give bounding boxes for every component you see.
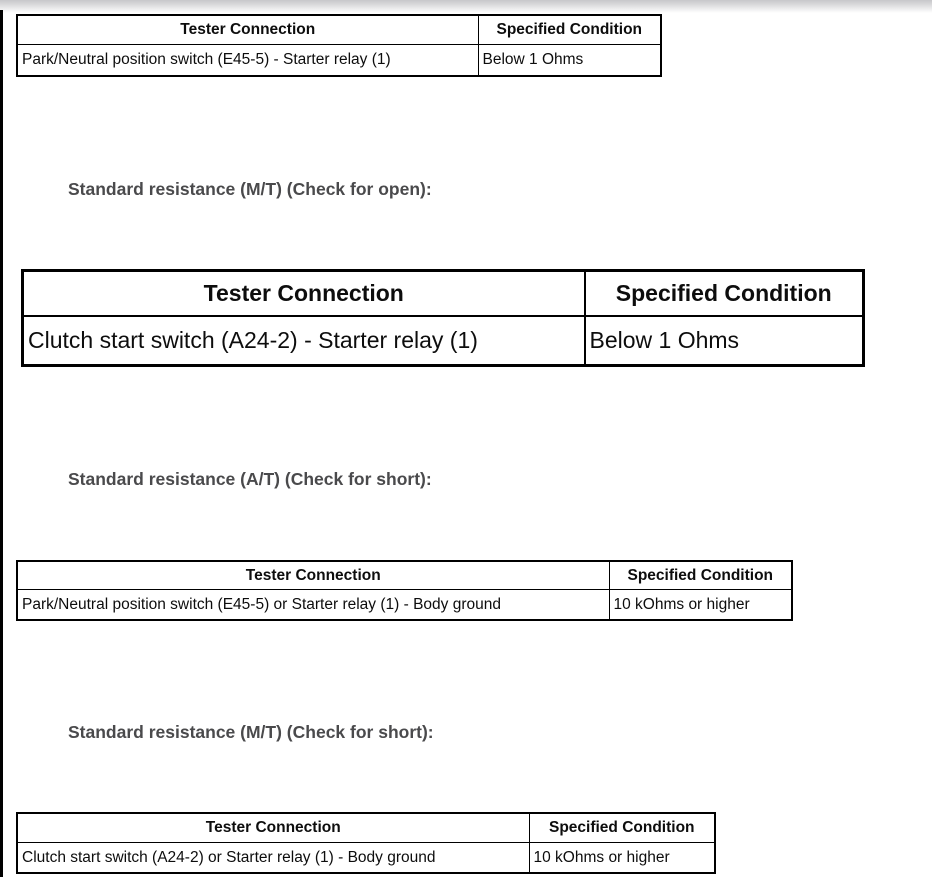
column-header-tester-connection: Tester Connection	[21, 269, 586, 317]
table-row: Park/Neutral position switch (E45-5) or …	[16, 589, 793, 621]
table-header-row: Tester Connection Specified Condition	[16, 812, 716, 843]
table-header-row: Tester Connection Specified Condition	[16, 14, 662, 45]
column-header-specified-condition: Specified Condition	[583, 269, 865, 317]
top-gradient-bar	[0, 0, 932, 13]
tester-connection-value: Clutch start switch (A24-2) - Starter re…	[21, 315, 586, 367]
section-heading-mt-check-short: Standard resistance (M/T) (Check for sho…	[68, 722, 434, 742]
specified-condition-value: Below 1 Ohms	[477, 44, 662, 77]
tester-connection-value: Park/Neutral position switch (E45-5) - S…	[16, 44, 479, 77]
column-header-tester-connection: Tester Connection	[16, 560, 610, 590]
spec-table-clutch-start-short: Tester Connection Specified Condition Cl…	[16, 812, 716, 874]
spec-table-clutch-start-open: Tester Connection Specified Condition Cl…	[21, 269, 865, 367]
column-header-specified-condition: Specified Condition	[528, 812, 716, 843]
section-heading-at-check-short: Standard resistance (A/T) (Check for sho…	[68, 469, 432, 489]
column-header-specified-condition: Specified Condition	[477, 14, 662, 45]
specified-condition-value: 10 kOhms or higher	[528, 842, 716, 874]
tester-connection-value: Clutch start switch (A24-2) or Starter r…	[16, 842, 530, 874]
tester-connection-value: Park/Neutral position switch (E45-5) or …	[16, 589, 610, 621]
table-row: Clutch start switch (A24-2) - Starter re…	[21, 315, 865, 367]
spec-table-park-neutral-short: Tester Connection Specified Condition Pa…	[16, 560, 793, 621]
table-header-row: Tester Connection Specified Condition	[21, 269, 865, 317]
spec-table-park-neutral-open: Tester Connection Specified Condition Pa…	[16, 14, 662, 77]
section-heading-mt-check-open: Standard resistance (M/T) (Check for ope…	[68, 179, 432, 199]
specified-condition-value: 10 kOhms or higher	[608, 589, 793, 621]
specified-condition-value: Below 1 Ohms	[583, 315, 865, 367]
table-header-row: Tester Connection Specified Condition	[16, 560, 793, 590]
column-header-tester-connection: Tester Connection	[16, 812, 530, 843]
left-edge-stripe	[0, 10, 3, 877]
column-header-tester-connection: Tester Connection	[16, 14, 479, 45]
table-row: Park/Neutral position switch (E45-5) - S…	[16, 44, 662, 77]
table-row: Clutch start switch (A24-2) or Starter r…	[16, 842, 716, 874]
column-header-specified-condition: Specified Condition	[608, 560, 793, 590]
